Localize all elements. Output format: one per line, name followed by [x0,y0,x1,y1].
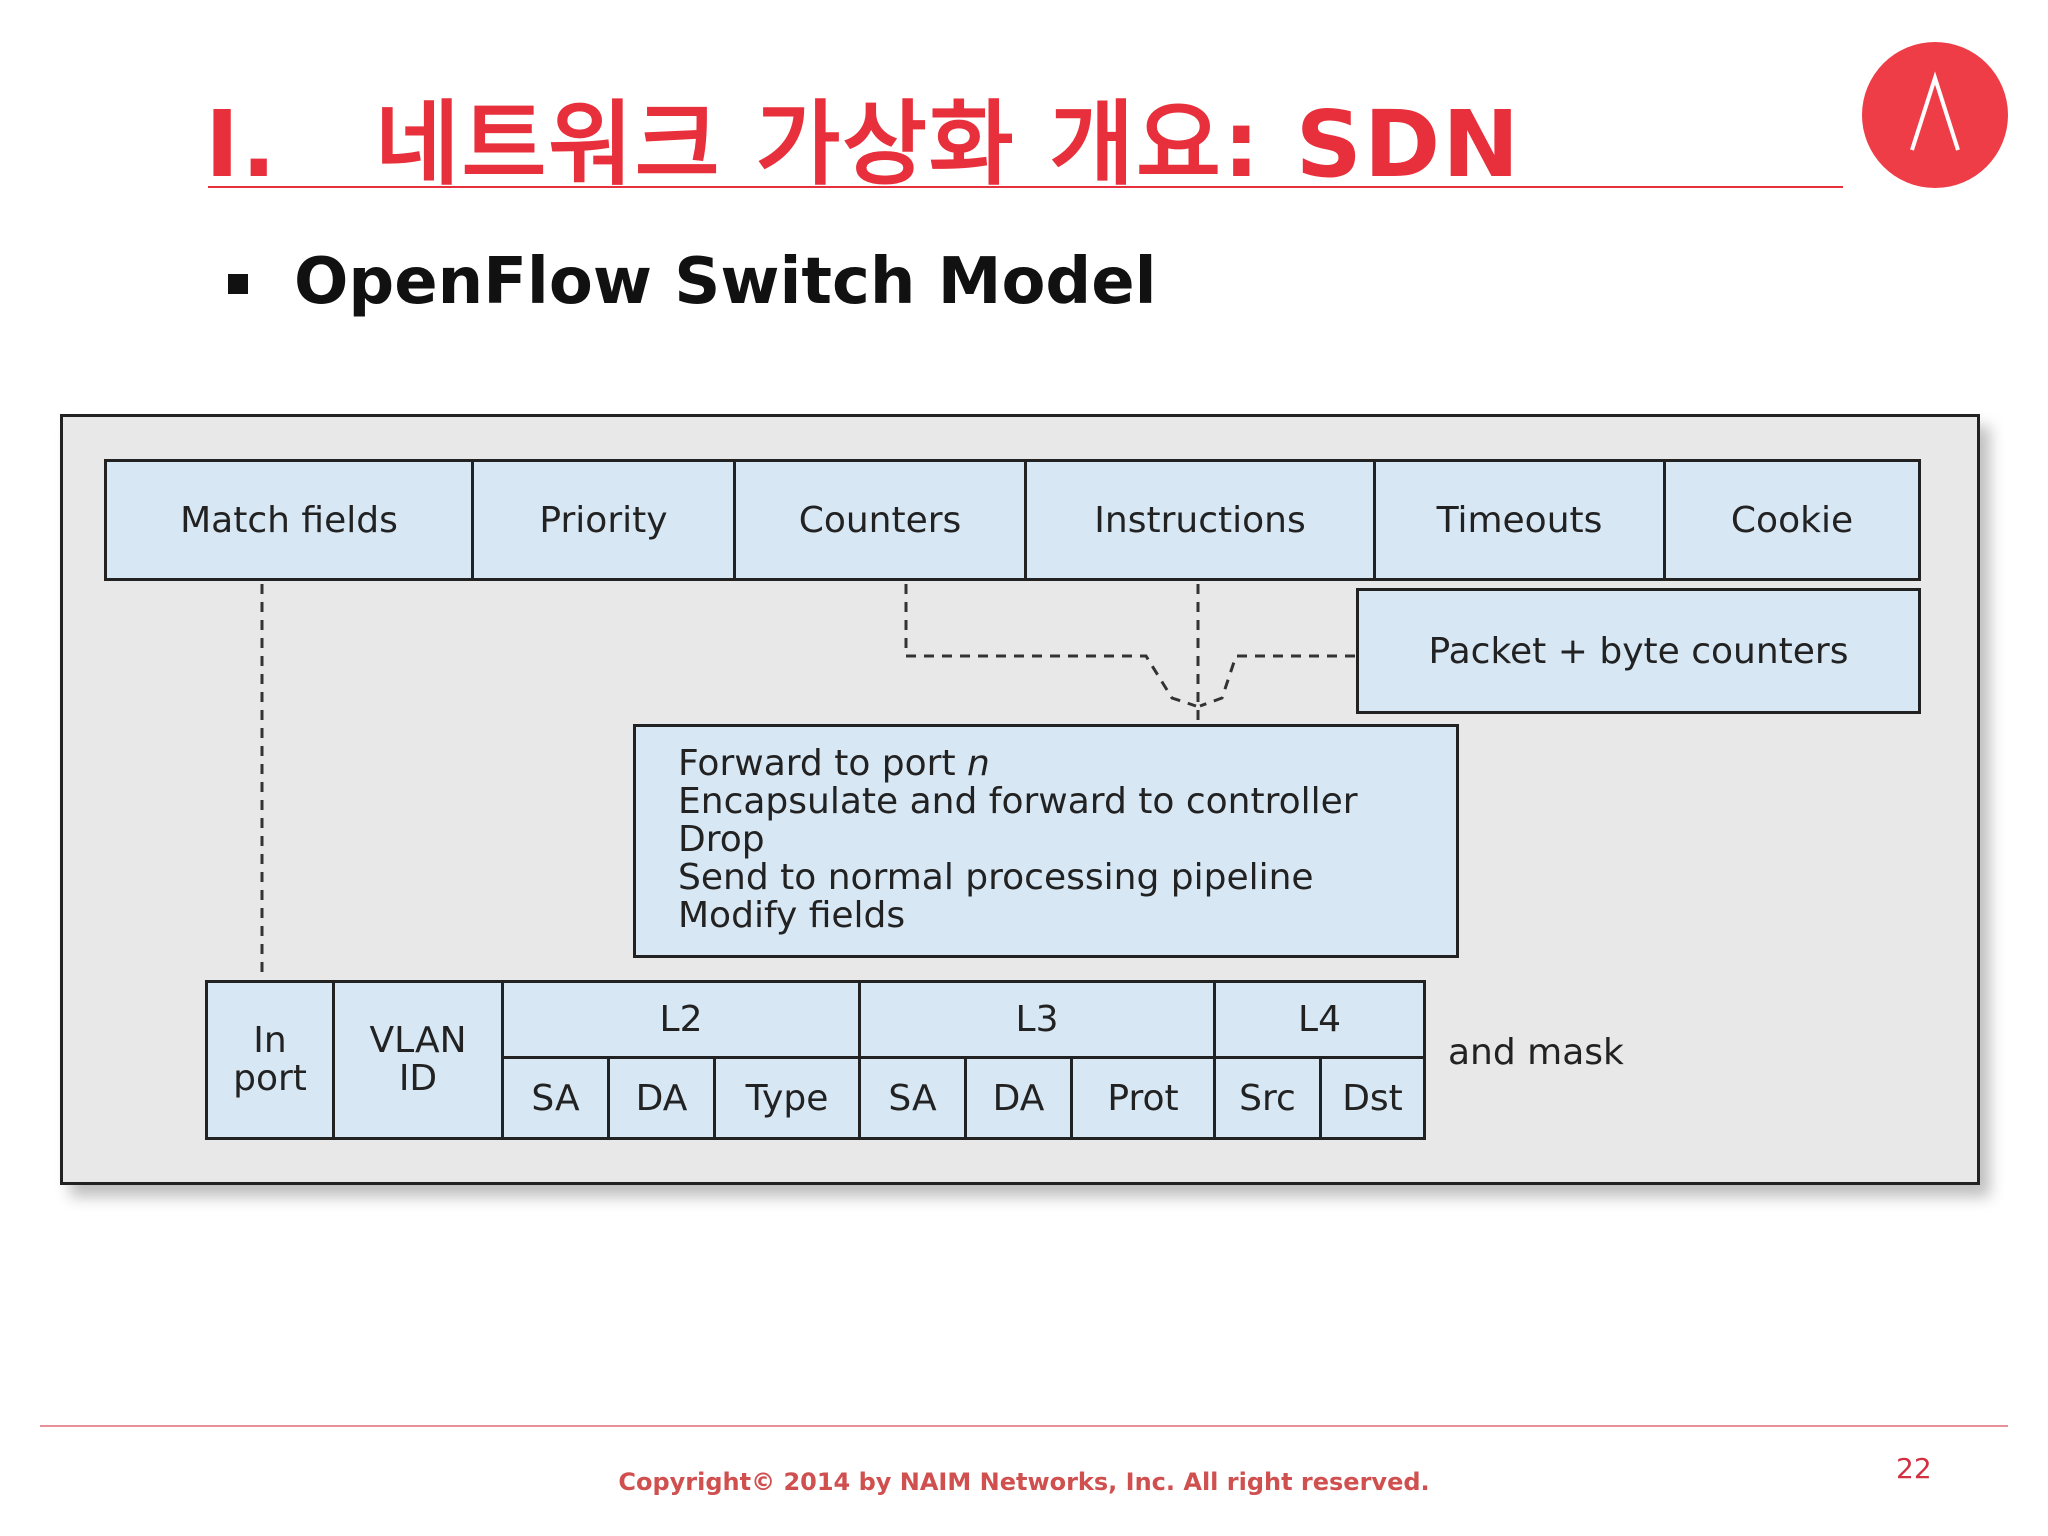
instruction-forward: Forward to port n [678,745,1456,783]
l3-da-cell: DA [964,1056,1073,1140]
l4-dst-cell: Dst [1319,1056,1426,1140]
title-underline [208,186,1843,188]
instruction-forward-text: Forward to port [678,743,968,784]
match-fields-cell: Match fields [104,459,474,581]
page-number: 22 [1896,1452,1932,1485]
section-number: I. [205,91,279,198]
counters-cell: Counters [733,459,1027,581]
instruction-modify-fields: Modify fields [678,895,906,936]
cookie-cell: Cookie [1663,459,1921,581]
l2-type-cell: Type [713,1056,861,1140]
slide-title: I. 네트워크 가상화 개요: SDN [205,70,1521,203]
l3-header-cell: L3 [858,980,1216,1059]
counters-connector [904,584,1197,708]
l3-prot-cell: Prot [1070,1056,1216,1140]
instruction-drop: Drop [678,819,765,860]
title-text: 네트워크 가상화 개요: SDN [375,91,1522,198]
bullet-heading: OpenFlow Switch Model [294,245,1157,319]
in-port-cell: In port [205,980,335,1140]
priority-cell: Priority [471,459,736,581]
vlan-id-cell: VLAN ID [332,980,504,1140]
packet-byte-counters-box: Packet + byte counters [1356,588,1921,714]
copyright-notice: Copyright© 2014 by NAIM Networks, Inc. A… [618,1468,1430,1496]
l2-header-cell: L2 [501,980,861,1059]
bullet-marker [228,274,248,294]
caret-up-icon [1862,42,2008,188]
packet-counter-connector [1199,654,1355,708]
instructions-list-box: Forward to port n Encapsulate and forwar… [633,724,1459,958]
l4-src-cell: Src [1213,1056,1322,1140]
footer-divider [40,1425,2008,1427]
instructions-cell: Instructions [1024,459,1376,581]
l3-sa-cell: SA [858,1056,967,1140]
l2-sa-cell: SA [501,1056,610,1140]
l4-header-cell: L4 [1213,980,1426,1059]
l2-da-cell: DA [607,1056,716,1140]
timeouts-cell: Timeouts [1373,459,1666,581]
and-mask-label: and mask [1448,1032,1624,1073]
port-variable: n [967,743,990,784]
instruction-encapsulate: Encapsulate and forward to controller [678,781,1358,822]
instruction-normal-pipeline: Send to normal processing pipeline [678,857,1314,898]
